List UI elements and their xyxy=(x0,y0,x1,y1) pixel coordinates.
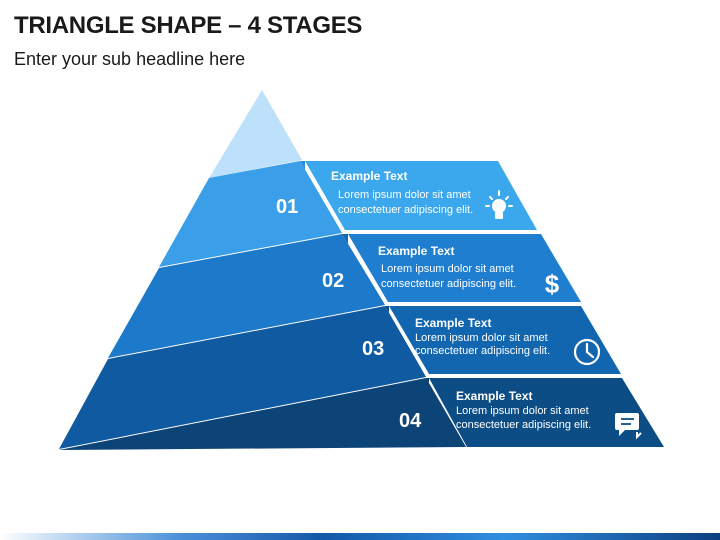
page-subtitle: Enter your sub headline here xyxy=(14,49,246,69)
clock-icon xyxy=(573,338,601,366)
stage-2-front-band xyxy=(108,234,385,358)
stage-2-text-panel xyxy=(348,234,581,302)
stage-2-title: Example Text xyxy=(378,244,454,258)
stage-3-title: Example Text xyxy=(415,316,491,330)
stage-2-line-2: consectetuer adipiscing elit. xyxy=(381,278,516,290)
chat-icon xyxy=(615,413,642,440)
dollar-icon: $ xyxy=(545,269,560,299)
lightbulb-icon xyxy=(485,190,513,219)
stage-1-front-band xyxy=(159,161,342,267)
stage-3-text-panel xyxy=(389,306,621,374)
stage-4: 04 Example Text Lorem ipsum dolor sit am… xyxy=(59,378,664,450)
stage-1-line-1: Lorem ipsum dolor sit amet xyxy=(338,189,471,201)
stage-4-front-band xyxy=(59,378,466,450)
stage-1-title: Example Text xyxy=(331,169,407,183)
stage-4-text-panel xyxy=(429,378,664,447)
stage-2-number: 02 xyxy=(322,270,344,292)
stage-2: 02 Example Text Lorem ipsum dolor sit am… xyxy=(108,234,581,358)
page-title: TRIANGLE SHAPE – 4 STAGES xyxy=(14,12,363,39)
stage-4-line-2: consectetuer adipiscing elit. xyxy=(456,419,591,431)
stage-3-number: 03 xyxy=(362,338,384,360)
stage-1: 01 Example Text Lorem ipsum dolor sit am… xyxy=(159,161,537,267)
stage-3-line-2: consectetuer adipiscing elit. xyxy=(415,345,550,357)
stage-1-number: 01 xyxy=(276,196,298,218)
stage-1-line-2: consectetuer adipiscing elit. xyxy=(338,204,473,216)
stage-4-number: 04 xyxy=(399,410,422,432)
stage-3-front-band xyxy=(59,306,426,449)
stage-3: 03 Example Text Lorem ipsum dolor sit am… xyxy=(59,306,621,449)
pyramid-apex xyxy=(209,90,302,178)
bottom-accent-bar xyxy=(0,533,720,540)
stage-4-title: Example Text xyxy=(456,389,532,403)
stage-4-line-1: Lorem ipsum dolor sit amet xyxy=(456,405,589,417)
stage-1-text-panel xyxy=(305,161,537,230)
stage-3-line-1: Lorem ipsum dolor sit amet xyxy=(415,332,548,344)
stage-2-line-1: Lorem ipsum dolor sit amet xyxy=(381,263,514,275)
